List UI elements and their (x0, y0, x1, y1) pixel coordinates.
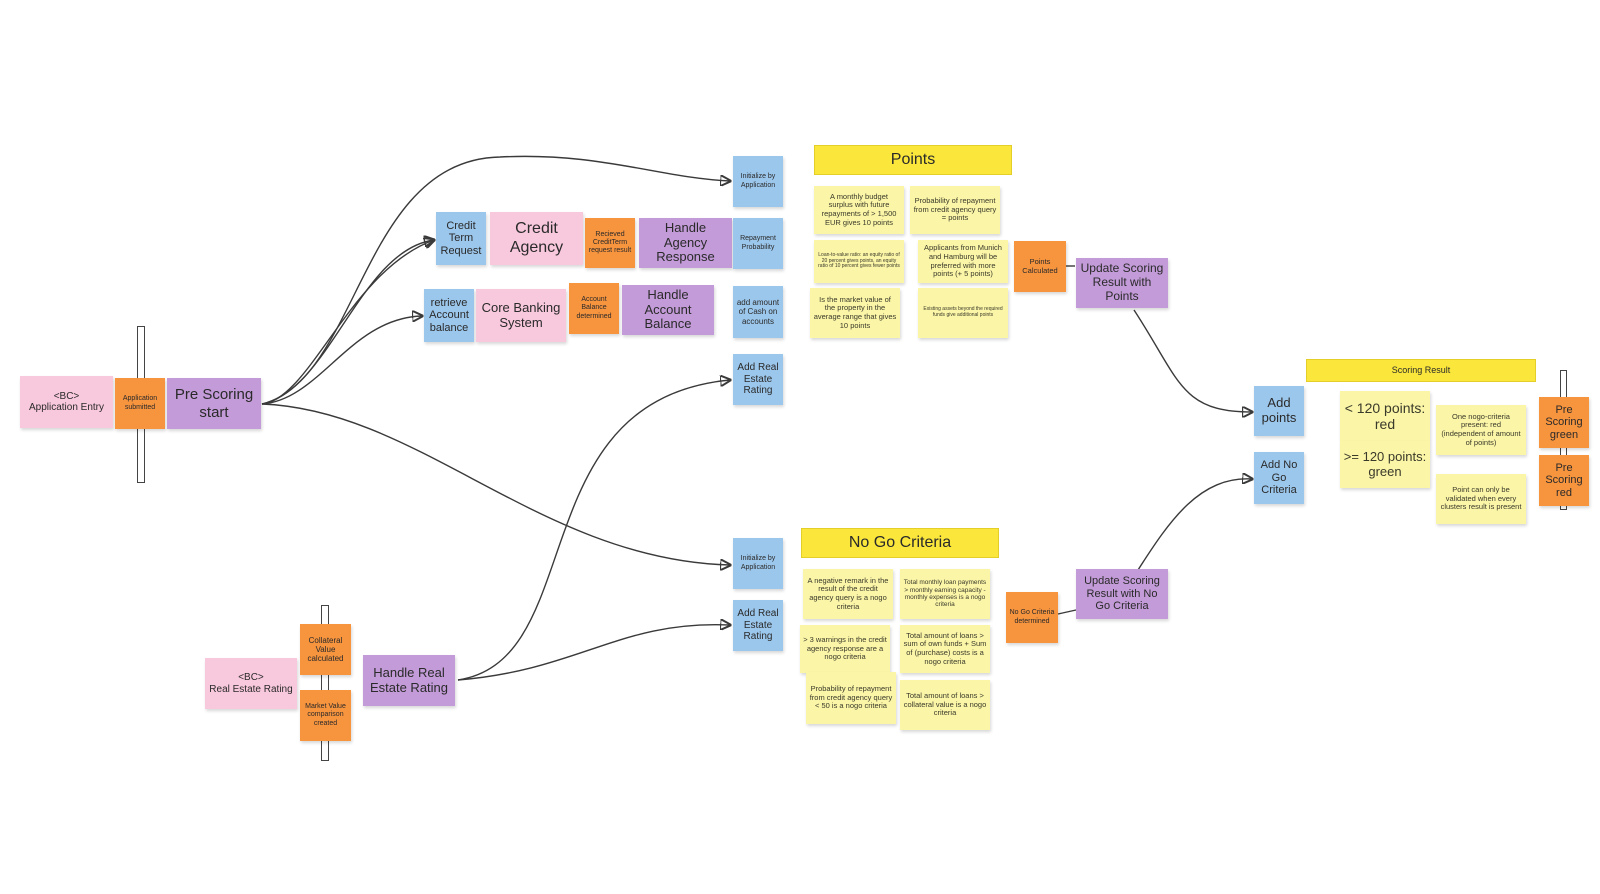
link-update-points-to-add-points (1133, 309, 1252, 412)
bc-real-estate-rating: <BC> Real Estate Rating (205, 658, 297, 709)
link-nogo-determined-to-update (1057, 609, 1077, 615)
policy-update-scoring-nogo: Update Scoring Result with No Go Criteri… (1076, 569, 1168, 619)
event-nogo-determined: No Go Criteria determined (1006, 592, 1058, 643)
nogo-rule-1: A negative remark in the result of the c… (803, 569, 893, 619)
readmodel-repayment-probability: Repayment Probability (733, 218, 783, 269)
scoring-rule-above-120: >= 120 points: green (1340, 441, 1430, 488)
event-market-value-comparison: Market Value comparison created (300, 690, 351, 741)
link-realestate-to-nogo-rating (457, 625, 730, 681)
nogo-rule-5: Probability of repayment from credit age… (806, 672, 896, 724)
readmodel-cash-on-accounts: add amount of Cash on accounts (733, 286, 783, 338)
link-prescoring-to-nogo-initialize (261, 403, 730, 565)
nogo-rule-4: Total amount of loans > sum of own funds… (900, 625, 990, 673)
nogo-rule-2: Total monthly loan payments > monthly ea… (900, 569, 990, 619)
points-header: Points (814, 145, 1012, 175)
link-prescoring-to-credit-request-2 (261, 240, 434, 405)
policy-handle-account-balance: Handle Account Balance (622, 285, 714, 335)
event-points-calculated: Points Calculated (1014, 241, 1066, 292)
points-rule-1: A monthly budget surplus with future rep… (814, 186, 904, 234)
event-pre-scoring-green: Pre Scoring green (1539, 397, 1589, 448)
link-update-nogo-to-add-nogo (1137, 479, 1252, 571)
readmodel-initialize-by-application-nogo: Initialize by Application (733, 538, 783, 589)
command-credit-term-request: Credit Term Request (436, 212, 486, 265)
points-rule-4: Applicants from Munich and Hamburg will … (918, 240, 1008, 283)
nogo-header: No Go Criteria (801, 528, 999, 558)
policy-handle-real-estate-rating: Handle Real Estate Rating (363, 655, 455, 706)
points-rule-6: Existing assets beyond the required fund… (918, 288, 1008, 338)
link-prescoring-to-initialize (261, 155, 730, 405)
event-account-balance-determined: Account Balance determined (569, 283, 619, 334)
event-collateral-value-calculated: Collateral Value calculated (300, 624, 351, 675)
swimlane-bar-real-estate (321, 605, 329, 761)
policy-handle-agency-response: Handle Agency Response (639, 218, 732, 268)
nogo-rule-6: Total amount of loans > collateral value… (900, 680, 990, 730)
link-prescoring-to-credit-request (261, 240, 434, 405)
command-add-points: Add points (1254, 386, 1304, 436)
points-rule-5: Is the market value of the property in t… (810, 288, 900, 338)
policy-pre-scoring-start: Pre Scoring start (167, 378, 261, 429)
scoring-rule-nogo-present: One nogo-criteria present: red (independ… (1436, 405, 1526, 455)
event-application-submitted: Application submitted (115, 378, 165, 429)
command-retrieve-account-balance: retrieve Account balance (424, 289, 474, 342)
policy-update-scoring-points: Update Scoring Result with Points (1076, 258, 1168, 308)
link-prescoring-to-retrieve-balance (261, 316, 422, 405)
scoring-rule-below-120: < 120 points: red (1340, 391, 1430, 441)
points-rule-2: Probability of repayment from credit age… (910, 186, 1000, 234)
event-received-credit-term: Recieved CreditTerm request result (585, 218, 635, 268)
command-add-nogo-criteria: Add No Go Criteria (1254, 452, 1304, 504)
link-realestate-to-points-rating (457, 380, 730, 681)
scoring-rule-validation: Point can only be validated when every c… (1436, 474, 1526, 524)
scoring-result-header: Scoring Result (1306, 359, 1536, 382)
readmodel-initialize-by-application: Initialize by Application (733, 156, 783, 207)
points-rule-3: Loan-to-value ratio: an equity ratio of … (814, 240, 904, 283)
readmodel-add-real-estate-rating-nogo: Add Real Estate Rating (733, 600, 783, 651)
system-core-banking: Core Banking System (476, 289, 566, 342)
nogo-rule-3: > 3 warnings in the credit agency respon… (800, 625, 890, 673)
bc-application-entry: <BC> Application Entry (20, 376, 113, 428)
system-credit-agency: Credit Agency (490, 212, 583, 265)
readmodel-add-real-estate-rating-points: Add Real Estate Rating (733, 354, 783, 405)
event-pre-scoring-red: Pre Scoring red (1539, 455, 1589, 506)
